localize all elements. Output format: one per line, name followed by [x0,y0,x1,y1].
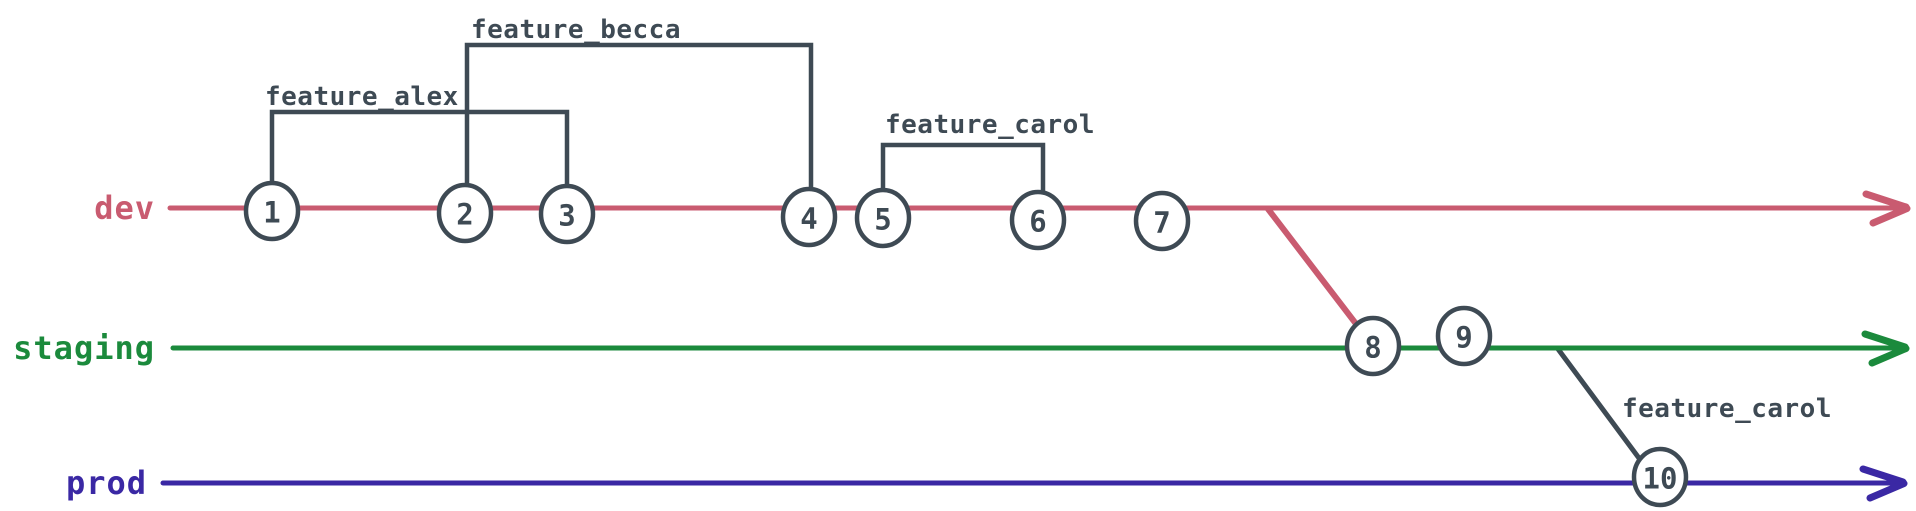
commit-number-4: 4 [800,202,817,236]
feature-bracket-feature_alex [269,109,570,199]
branch-label-staging: staging [13,329,155,367]
commit-number-3: 3 [558,199,575,233]
feature-bracket-feature_carol [880,142,1046,199]
feature-label-feature_alex: feature_alex [265,82,459,112]
arrowhead-icon-lower-staging [1868,345,1910,367]
commit-number-8: 8 [1364,331,1381,365]
feature-label-feature_carol: feature_carol [885,110,1095,140]
commit-node-7 [1133,190,1191,252]
commit-number-7: 7 [1153,206,1170,240]
commit-number-6: 6 [1029,205,1046,239]
commit-node-10 [1631,446,1689,508]
commit-number-2: 2 [456,198,473,232]
merge-edge-staging-to-prod [1555,346,1656,480]
commit-node-4 [780,186,838,248]
branch-label-dev: dev [94,189,155,227]
arrowhead-icon-dev [1862,190,1910,211]
feature-bracket-feature_becca [464,42,814,199]
commit-node-2 [436,182,494,244]
arrowhead-icon-lower-prod [1866,480,1908,502]
arrowhead-icon-staging [1861,330,1909,351]
arrowhead-icon-prod [1859,465,1907,486]
feature-label-feature_becca: feature_becca [471,15,681,45]
commit-number-10: 10 [1643,462,1678,496]
commit-node-1 [243,180,301,242]
commit-node-9 [1435,305,1493,367]
commit-node-6 [1009,189,1067,251]
commit-node-3 [538,183,596,245]
commit-number-5: 5 [874,203,891,237]
merge-edge-label-staging-to-prod: feature_carol [1622,394,1832,424]
commit-number-1: 1 [263,196,280,230]
commit-node-8 [1344,315,1402,377]
commit-node-5 [854,187,912,249]
arrowhead-icon-lower-dev [1869,205,1911,227]
commit-number-9: 9 [1455,321,1472,355]
branch-label-prod: prod [66,464,147,502]
